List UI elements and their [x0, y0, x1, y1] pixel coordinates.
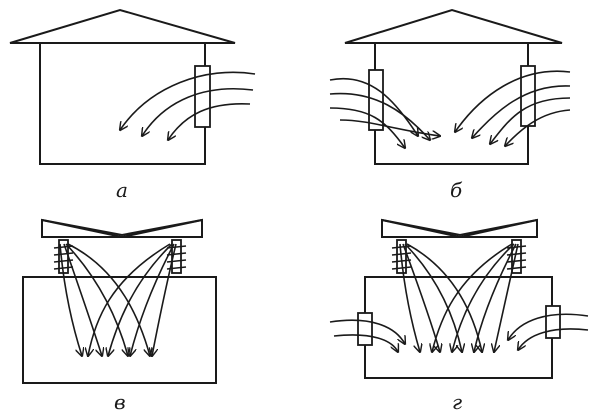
caption-b: б	[450, 178, 463, 202]
wall-inlet-g-right	[545, 305, 561, 339]
airflow-arrows-a	[120, 71, 256, 140]
inlet-grille-v-right	[166, 245, 187, 270]
caption-a: а	[116, 178, 128, 202]
airflow-arrows-v	[59, 243, 177, 356]
building-wall-a	[39, 42, 206, 165]
roof-lantern-g	[381, 218, 538, 238]
roof-line-v-left	[41, 219, 123, 238]
airflow-arrows-g-top	[399, 243, 519, 352]
roof-line-g-right	[459, 219, 538, 238]
wall-inlet-g-left	[357, 312, 373, 346]
airflow-arrows-b-left	[329, 77, 440, 148]
roof-line-g-left	[381, 219, 461, 238]
building-wall-v	[22, 276, 217, 384]
roof-inlet-v-right	[171, 239, 182, 274]
roof-b	[344, 8, 563, 44]
caption-g: г	[452, 390, 463, 414]
panel-a	[9, 8, 256, 165]
roof-inlet-g-right	[511, 239, 522, 274]
airflow-arrows-g-sides	[329, 313, 589, 352]
panel-v	[22, 218, 217, 384]
roof-line-v-right	[121, 219, 203, 238]
roof-lantern-v	[41, 218, 203, 238]
panel-b	[329, 8, 571, 165]
airflow-arrows-b-right	[455, 70, 571, 146]
roof-a	[9, 8, 236, 44]
caption-v: в	[114, 390, 126, 414]
panel-g	[329, 218, 589, 379]
